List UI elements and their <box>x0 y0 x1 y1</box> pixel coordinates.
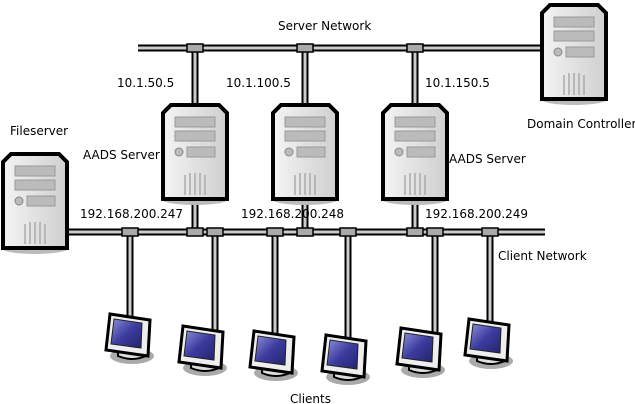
client-3-icon <box>248 329 300 383</box>
client-network-label: Client Network <box>498 249 587 263</box>
aads-server-3-icon <box>379 103 451 207</box>
domain-controller-icon <box>538 3 610 107</box>
fileserver-label: Fileserver <box>10 124 68 138</box>
aads-server-1-icon <box>159 103 231 207</box>
client-6-icon <box>463 317 515 371</box>
client-5-icon <box>395 326 447 380</box>
server-2-client-ip: 192.168.200.248 <box>241 207 344 221</box>
aads-server-right-label: AADS Server <box>449 152 526 166</box>
aads-server-2-icon <box>269 103 341 207</box>
fileserver-icon <box>0 152 71 256</box>
client-4-icon <box>320 333 372 387</box>
domain-controller-label: Domain Controller <box>527 117 635 131</box>
server-2-ip: 10.1.100.5 <box>226 76 291 90</box>
server-3-client-ip: 192.168.200.249 <box>425 207 528 221</box>
aads-server-left-label: AADS Server <box>83 148 160 162</box>
server-network-label: Server Network <box>278 19 371 33</box>
client-1-icon <box>104 312 156 366</box>
server-3-ip: 10.1.150.5 <box>425 76 490 90</box>
client-2-icon <box>177 324 229 378</box>
server-1-client-ip: 192.168.200.247 <box>80 207 183 221</box>
server-1-ip: 10.1.50.5 <box>117 76 174 90</box>
clients-label: Clients <box>290 392 331 404</box>
